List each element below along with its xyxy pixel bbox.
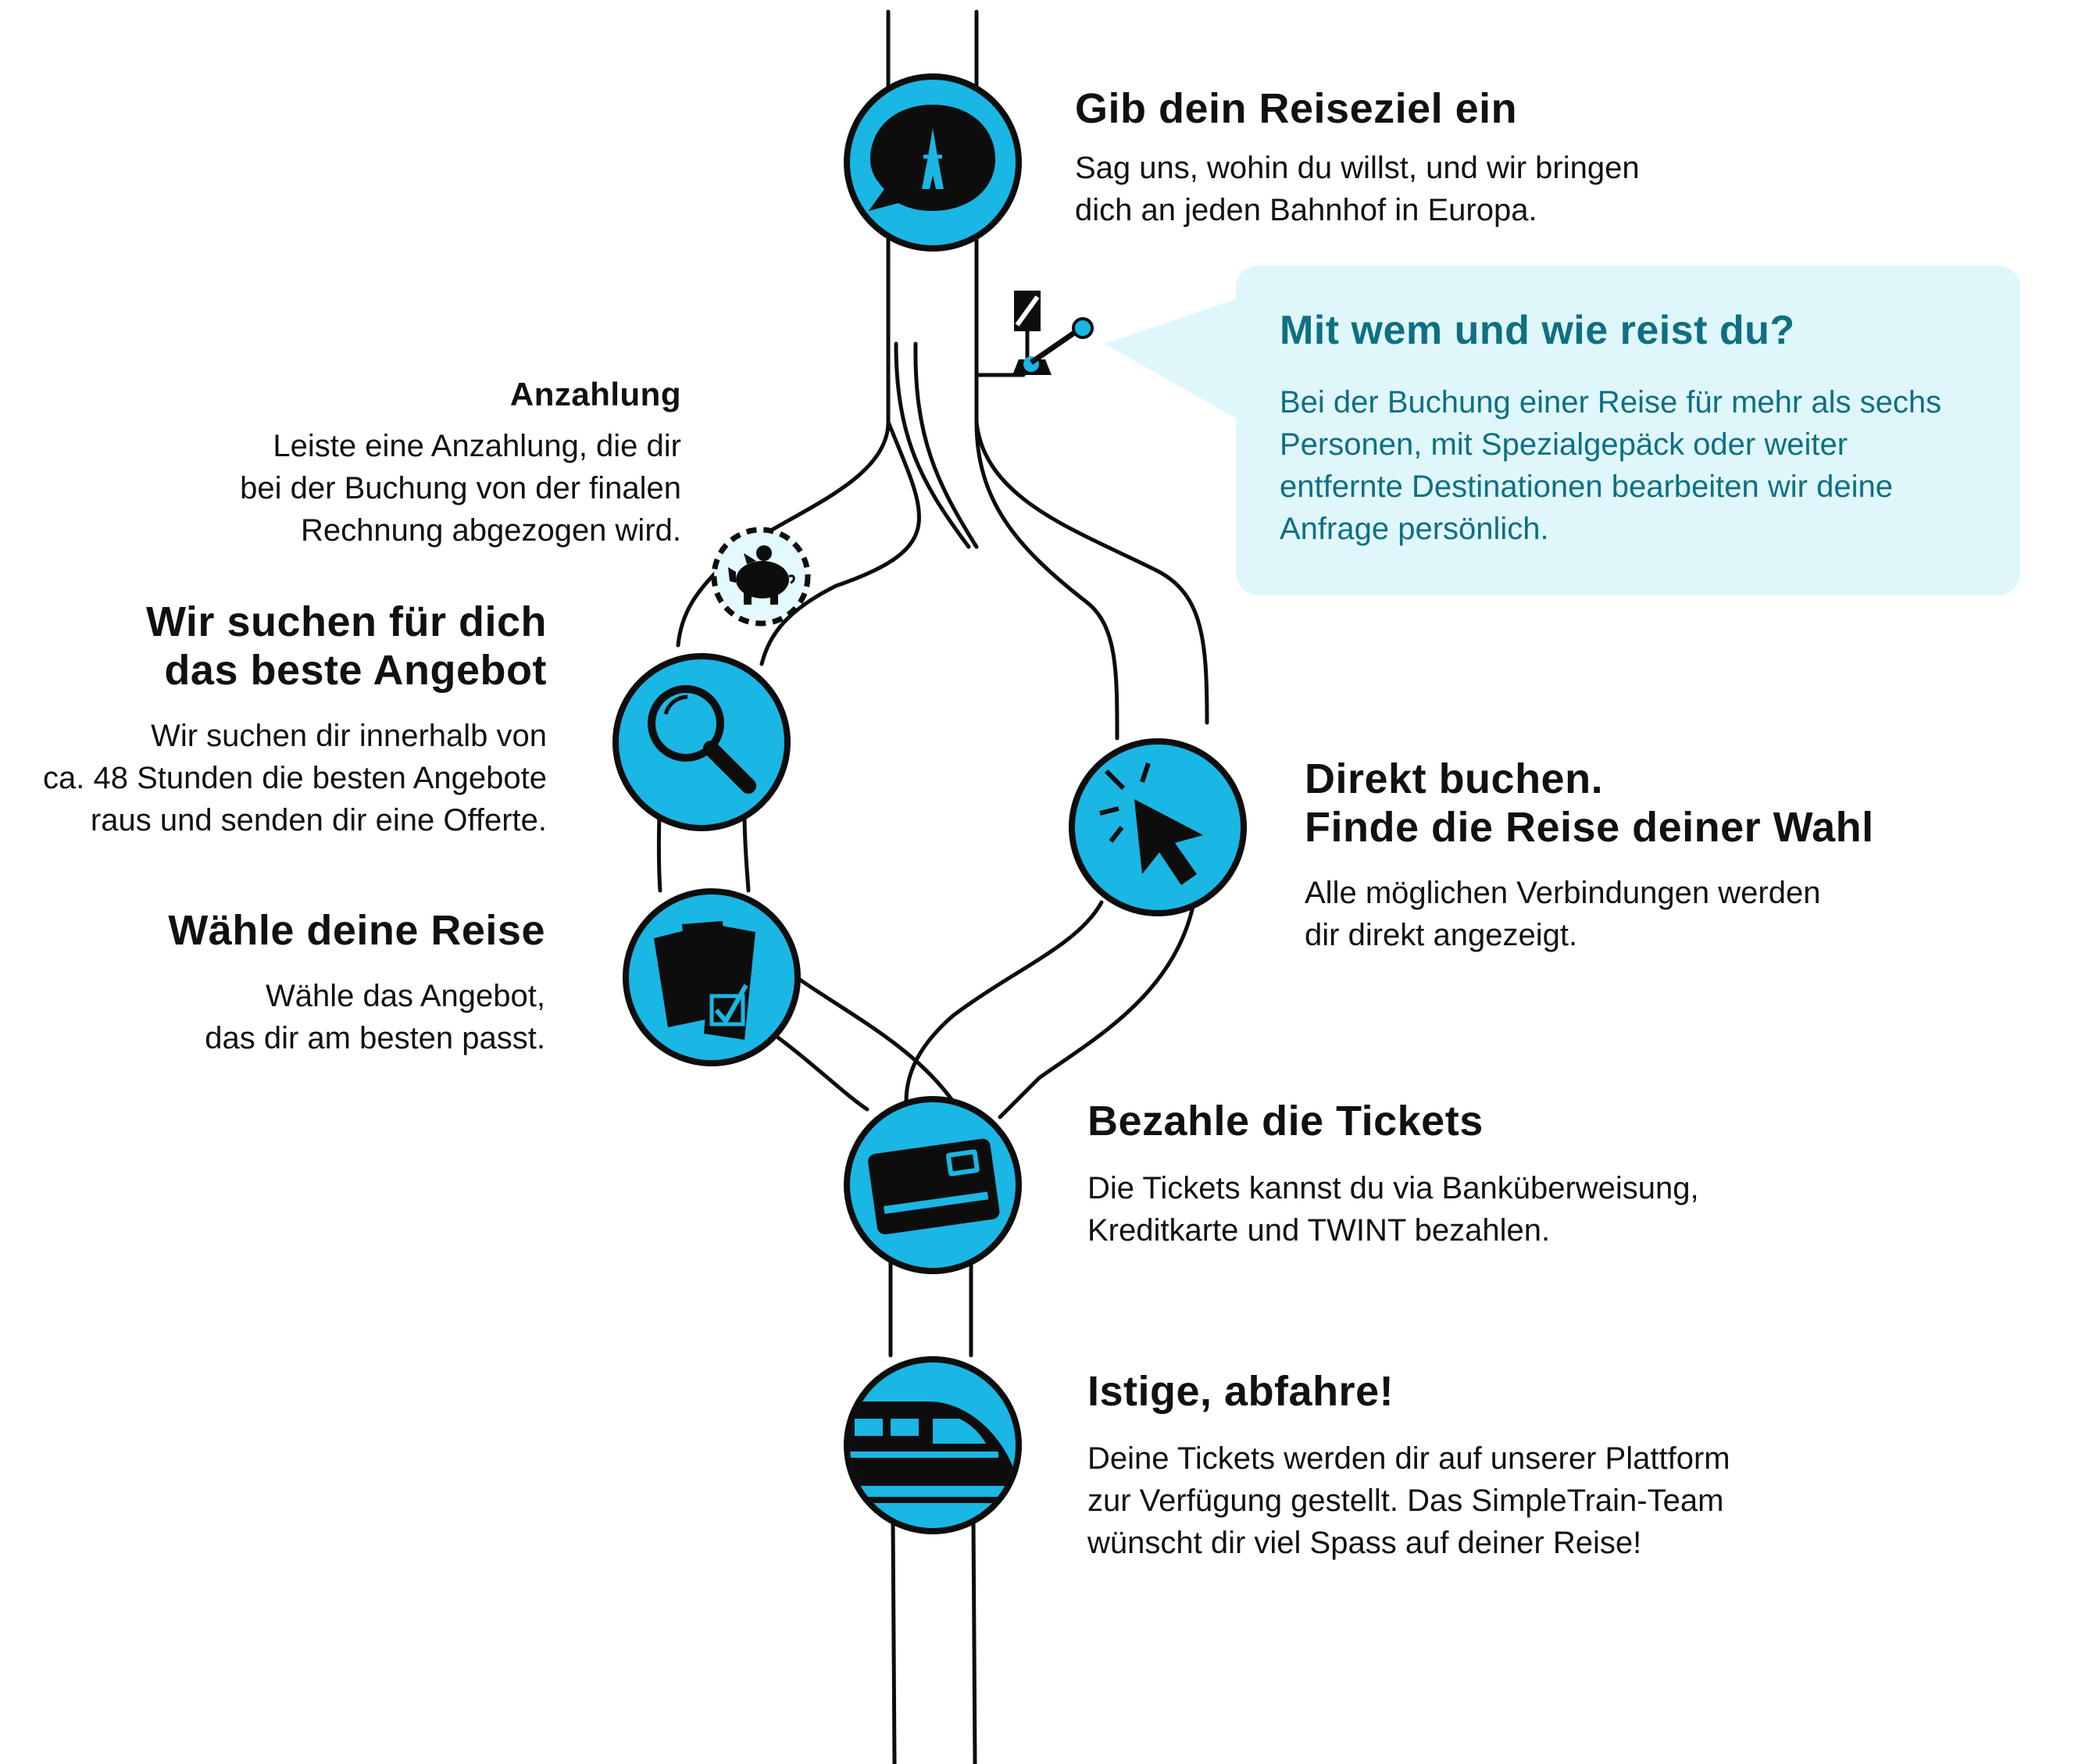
question-bubble-shape [1105,266,2020,595]
eiffel-tower-speech-icon [869,105,995,211]
deposit-title: Anzahlung [509,376,681,412]
tickets-check-icon [654,921,755,1040]
deposit-desc: Leiste eine Anzahlung, die dir bei der B… [240,429,681,548]
choose-node [623,888,801,1066]
piggy-bank-node [711,527,811,627]
piggy-bank-icon [728,545,795,605]
search-node [612,653,791,831]
depart-node [844,1356,1022,1534]
search-desc: Wir suchen dir innerhalb von ca. 48 Stun… [43,719,547,837]
destination-node [844,73,1022,252]
choose-title: Wähle deine Reise [168,907,545,954]
credit-card-icon [868,1138,1000,1235]
direct-desc: Alle möglichen Verbindungen werden dir d… [1305,876,1821,952]
magnifier-icon [648,685,756,794]
cursor-click-icon [1099,762,1203,885]
question-desc: Bei der Buchung einer Reise für mehr als… [1280,385,1942,546]
train-icon [850,1402,1016,1503]
deposit-step: Anzahlung Leiste eine Anzahlung, die dir… [125,375,681,552]
search-title: Wir suchen für dich das beste Angebot [145,598,547,694]
direct-node [1069,738,1247,916]
track-switch-icon [1012,291,1094,375]
depart-title: Istige, abfahre! [1087,1368,1394,1415]
depart-desc: Deine Tickets werden dir auf unserer Pla… [1087,1441,1730,1560]
pay-step: Bezahle die Tickets Die Tickets kannst d… [1087,1097,1791,1252]
pay-node [844,1096,1022,1274]
destination-step: Gib dein Reiseziel ein Sag uns, wohin du… [1075,84,1778,231]
choose-step: Wähle deine Reise Wähle das Angebot, das… [0,906,545,1059]
question-bubble: Mit wem und wie reist du? Bei der Buchun… [1280,306,2014,550]
question-title: Mit wem und wie reist du? [1280,308,1795,353]
pay-desc: Die Tickets kannst du via Banküberweisun… [1087,1171,1699,1248]
search-step: Wir suchen für dich das beste Angebot Wi… [0,598,547,841]
pay-title: Bezahle die Tickets [1087,1098,1484,1144]
choose-desc: Wähle das Angebot, das dir am besten pas… [205,979,545,1055]
destination-desc: Sag uns, wohin du willst, und wir bringe… [1075,151,1640,227]
depart-step: Istige, abfahre! Deine Tickets werden di… [1087,1367,1791,1564]
direct-step: Direkt buchen. Finde die Reise deiner Wa… [1305,755,2008,956]
destination-title: Gib dein Reiseziel ein [1075,85,1518,132]
direct-title: Direkt buchen. Finde die Reise deiner Wa… [1305,755,1874,851]
